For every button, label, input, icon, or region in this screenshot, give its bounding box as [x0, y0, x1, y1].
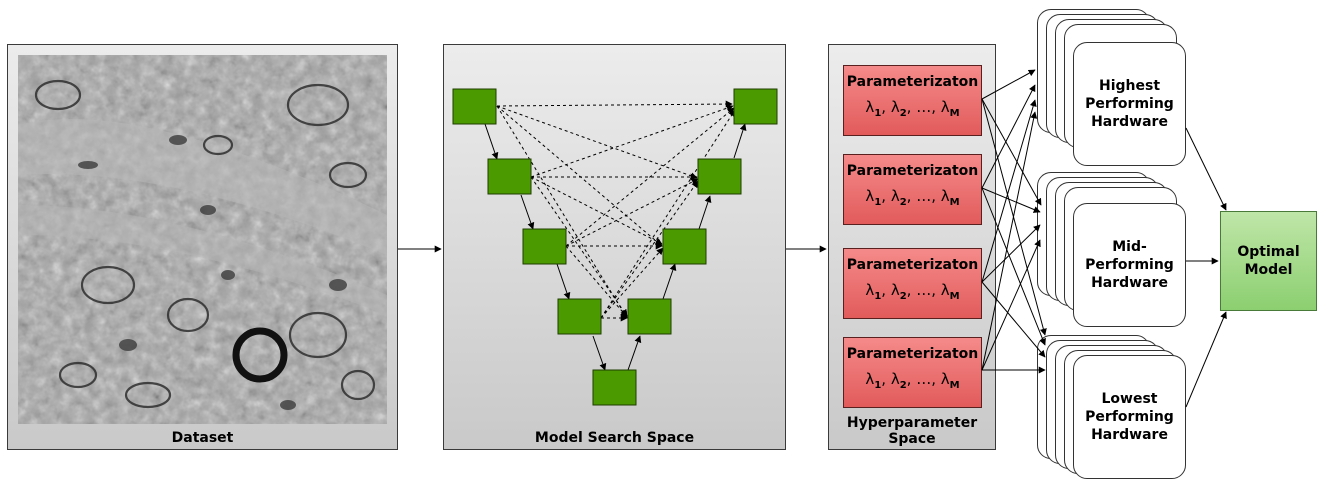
highest-performing-hardware: Highest Performing Hardware — [1073, 42, 1186, 166]
parameterization-title: Parameterizaton — [846, 74, 979, 90]
search-node — [697, 158, 742, 195]
dataset-microscopy-image — [18, 55, 387, 424]
parameterization-box: Parameterizaton λ1, λ2, …, λM — [843, 65, 982, 136]
search-space-caption: Model Search Space — [534, 430, 695, 446]
parameterization-title: Parameterizaton — [846, 257, 979, 273]
parameterization-box: Parameterizaton λ1, λ2, …, λM — [843, 248, 982, 319]
optimal-model-label: Optimal Model — [1237, 244, 1300, 278]
hardware-to-model-arrows — [1185, 127, 1227, 408]
search-node — [662, 228, 707, 265]
dashed-connections — [496, 100, 736, 322]
parameterization-title: Parameterizaton — [846, 163, 979, 179]
search-node — [557, 298, 602, 335]
search-node — [487, 158, 532, 195]
solid-chain-arrows — [484, 123, 747, 371]
dataset-caption: Dataset — [171, 430, 234, 446]
search-node — [522, 228, 567, 265]
parameterization-box: Parameterizaton λ1, λ2, …, λM — [843, 154, 982, 225]
hardware-label: Highest Performing Hardware — [1085, 78, 1174, 130]
parameterization-box: Parameterizaton λ1, λ2, …, λM — [843, 337, 982, 408]
dataset-panel: Dataset — [7, 44, 398, 450]
microscopy-texture — [18, 55, 387, 424]
hardware-label: Lowest Performing Hardware — [1085, 391, 1174, 443]
parameterization-formula: λ1, λ2, …, λM — [865, 281, 960, 302]
parameterization-formula: λ1, λ2, …, λM — [865, 370, 960, 391]
hyperparameter-space-caption: Hyperparameter Space — [846, 415, 978, 447]
parameterization-title: Parameterizaton — [846, 346, 979, 362]
parameterization-formula: λ1, λ2, …, λM — [865, 98, 960, 119]
search-node — [592, 369, 637, 406]
mid-performing-hardware: Mid- Performing Hardware — [1073, 203, 1186, 327]
parameterization-formula: λ1, λ2, …, λM — [865, 187, 960, 208]
hyperparameter-space-panel: Parameterizaton λ1, λ2, …, λM Parameteri… — [828, 44, 996, 450]
search-node — [627, 298, 672, 335]
search-node — [452, 88, 497, 125]
hardware-label: Mid- Performing Hardware — [1085, 239, 1174, 291]
lowest-performing-hardware: Lowest Performing Hardware — [1073, 355, 1186, 479]
search-node — [733, 88, 778, 125]
optimal-model-box: Optimal Model — [1220, 211, 1317, 311]
search-space-nodes — [452, 88, 778, 406]
parameterization-to-hardware-arrows — [981, 69, 1047, 374]
